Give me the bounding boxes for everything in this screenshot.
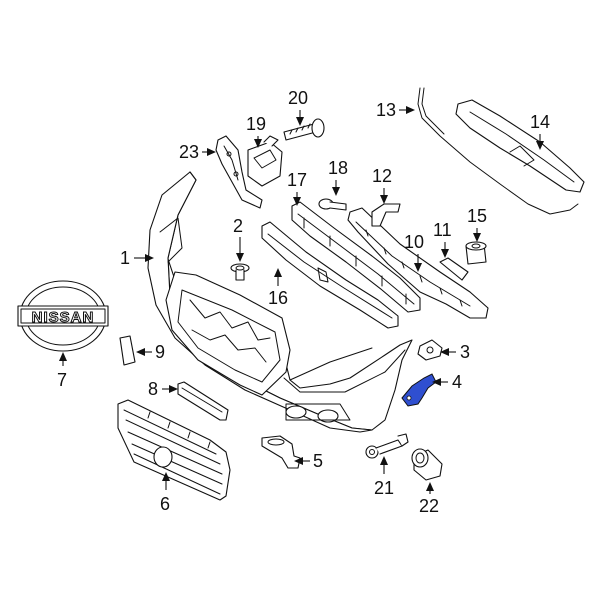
callout-1-label: 1 xyxy=(120,248,130,268)
part-23-bracket[interactable] xyxy=(215,135,263,209)
callout-5: 5 xyxy=(294,451,323,471)
callout-4: 4 xyxy=(432,372,462,392)
callout-22: 22 xyxy=(419,482,439,516)
callout-18-label: 18 xyxy=(328,158,348,178)
callout-10-label: 10 xyxy=(404,232,424,252)
callout-22-label: 22 xyxy=(419,496,439,516)
callout-11-label: 11 xyxy=(433,220,452,240)
part-12-bracket[interactable] xyxy=(371,203,401,227)
callout-8-label: 8 xyxy=(148,379,158,399)
callout-11: 11 xyxy=(433,220,452,258)
part-2-push-pin[interactable] xyxy=(230,263,250,281)
part-4-shape xyxy=(401,373,437,407)
part-14-upper-cover[interactable] xyxy=(455,99,585,193)
callout-20-label: 20 xyxy=(288,88,308,108)
callout-4-label: 4 xyxy=(452,372,462,392)
part-16-absorber[interactable] xyxy=(261,221,399,329)
callout-19: 19 xyxy=(246,114,266,148)
callout-8: 8 xyxy=(148,379,178,399)
part-6-lower-grille[interactable] xyxy=(117,399,231,501)
callout-17-label: 17 xyxy=(287,170,307,190)
callout-12-label: 12 xyxy=(372,166,392,186)
callout-18: 18 xyxy=(328,158,348,196)
callout-3-label: 3 xyxy=(460,342,470,362)
part-8-plate-bracket[interactable] xyxy=(177,381,229,421)
part-9-reflector[interactable] xyxy=(119,335,136,366)
callout-13-label: 13 xyxy=(376,100,396,120)
callout-14: 14 xyxy=(530,112,550,150)
part-1-bumper-cover[interactable] xyxy=(147,171,413,433)
part-7-emblem[interactable]: NISSAN xyxy=(17,280,109,352)
callout-2-label: 2 xyxy=(233,216,243,236)
part-19-sensor[interactable] xyxy=(247,135,283,187)
callout-19-label: 19 xyxy=(246,114,266,134)
callout-20: 20 xyxy=(288,88,308,126)
callout-14-label: 14 xyxy=(530,112,550,132)
callout-5-label: 5 xyxy=(313,451,323,471)
callout-21: 21 xyxy=(374,456,394,498)
callout-16: 16 xyxy=(268,268,288,308)
part-20-bolt[interactable] xyxy=(283,118,325,141)
part-5-lamp-bracket[interactable] xyxy=(261,435,301,469)
part-18-bolt[interactable] xyxy=(318,198,347,211)
callout-6-label: 6 xyxy=(160,494,170,514)
callout-17: 17 xyxy=(287,170,307,206)
callout-9: 9 xyxy=(136,342,165,362)
part-21-harness[interactable] xyxy=(365,433,409,459)
callout-13: 13 xyxy=(376,100,415,120)
callout-9-label: 9 xyxy=(155,342,165,362)
part-17-beam[interactable] xyxy=(291,201,421,313)
callout-10: 10 xyxy=(404,232,424,272)
part-22-socket[interactable] xyxy=(411,448,443,481)
callout-7: 7 xyxy=(57,352,67,390)
part-4-bracket-highlighted[interactable] xyxy=(401,373,437,407)
callout-12: 12 xyxy=(372,166,392,204)
callout-1: 1 xyxy=(120,248,154,268)
callout-7-label: 7 xyxy=(57,370,67,390)
callout-6: 6 xyxy=(160,472,170,514)
part-13-seal-strip[interactable] xyxy=(417,87,579,215)
callout-21-label: 21 xyxy=(374,478,394,498)
callout-3: 3 xyxy=(440,342,470,362)
callout-15-label: 15 xyxy=(467,206,487,226)
callout-16-label: 16 xyxy=(268,288,288,308)
emblem-logo-text: NISSAN xyxy=(32,309,95,326)
part-15-nut[interactable] xyxy=(465,241,487,265)
part-3-clip-nut[interactable] xyxy=(417,339,443,361)
callout-15: 15 xyxy=(467,206,487,242)
callout-23-label: 23 xyxy=(179,142,199,162)
callout-23: 23 xyxy=(179,142,216,162)
part-11-clip[interactable] xyxy=(439,257,469,281)
callout-2: 2 xyxy=(233,216,244,262)
